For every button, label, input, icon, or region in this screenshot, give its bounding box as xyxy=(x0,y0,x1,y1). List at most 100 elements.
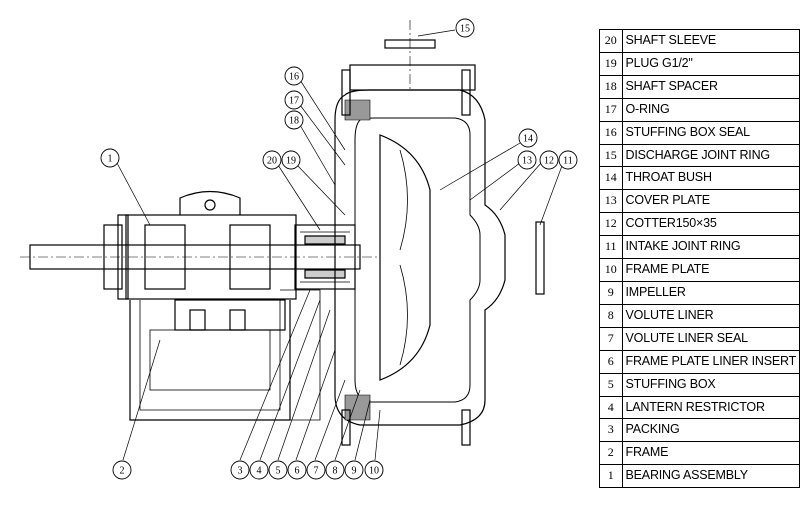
part-number: 6 xyxy=(599,349,623,374)
svg-text:17: 17 xyxy=(289,96,299,107)
part-number: 2 xyxy=(599,441,623,466)
svg-text:20: 20 xyxy=(267,156,277,167)
part-name: PACKING xyxy=(621,418,800,443)
part-number: 7 xyxy=(599,326,623,351)
part-number: 9 xyxy=(599,280,623,305)
callout-17: 17 xyxy=(284,90,304,110)
callout-4: 4 xyxy=(249,460,269,480)
svg-text:3: 3 xyxy=(238,466,243,477)
callout-7: 7 xyxy=(306,460,326,480)
part-name: BEARING ASSEMBLY xyxy=(621,464,800,489)
volute-liner xyxy=(354,117,481,403)
part-number: 18 xyxy=(599,74,623,99)
part-name: SHAFT SPACER xyxy=(621,74,800,99)
callout-3: 3 xyxy=(230,460,250,480)
svg-text:8: 8 xyxy=(333,466,338,477)
svg-text:11: 11 xyxy=(563,156,573,167)
part-name: FRAME PLATE LINER INSERT xyxy=(621,349,800,374)
callout-20: 20 xyxy=(262,150,282,170)
part-name: VOLUTE LINER SEAL xyxy=(621,326,800,351)
callout-13: 13 xyxy=(517,150,537,170)
part-number: 10 xyxy=(599,258,623,282)
part-number: 17 xyxy=(599,97,623,122)
part-number: 19 xyxy=(599,51,623,76)
callout-10: 10 xyxy=(364,460,384,480)
part-name: FRAME xyxy=(621,441,800,466)
part-number: 3 xyxy=(599,418,623,443)
callout-15: 15 xyxy=(455,18,475,38)
part-name: SHAFT SLEEVE xyxy=(621,29,800,53)
callout-9: 9 xyxy=(344,460,364,480)
svg-text:13: 13 xyxy=(522,156,532,167)
svg-text:4: 4 xyxy=(257,466,262,477)
part-name: PLUG G1/2" xyxy=(621,51,800,76)
frame-body xyxy=(129,300,291,421)
part-number: 4 xyxy=(599,395,623,420)
svg-text:7: 7 xyxy=(314,466,319,477)
callout-6: 6 xyxy=(287,460,307,480)
bearing-housing xyxy=(125,214,297,300)
coupling-flange xyxy=(103,224,123,290)
part-name: O-RING xyxy=(621,97,800,122)
callout-14: 14 xyxy=(518,128,538,148)
svg-text:9: 9 xyxy=(352,466,357,477)
svg-text:5: 5 xyxy=(276,466,281,477)
intake-joint-ring xyxy=(535,221,545,295)
svg-text:12: 12 xyxy=(544,156,554,167)
callout-8: 8 xyxy=(325,460,345,480)
svg-text:18: 18 xyxy=(289,116,299,127)
callout-11: 11 xyxy=(558,150,578,170)
part-number: 12 xyxy=(599,212,623,237)
pump-casing xyxy=(334,89,506,426)
part-name: COTTER150×35 xyxy=(621,212,800,237)
pump-sectional-drawing: 15 16 17 18 20 19 1 14 13 12 11 2 3 4 5 … xyxy=(20,18,578,480)
svg-text:14: 14 xyxy=(523,134,533,145)
part-name: COVER PLATE xyxy=(621,189,800,214)
svg-text:2: 2 xyxy=(120,466,125,477)
part-number: 16 xyxy=(599,120,623,145)
callout-2: 2 xyxy=(112,460,132,480)
part-name: VOLUTE LINER xyxy=(621,303,800,328)
part-number: 8 xyxy=(599,303,623,328)
part-number: 15 xyxy=(599,143,623,168)
callout-19: 19 xyxy=(281,150,301,170)
callout-1: 1 xyxy=(100,148,120,168)
callout-16: 16 xyxy=(284,66,304,86)
part-name: FRAME PLATE xyxy=(621,258,800,282)
svg-text:16: 16 xyxy=(289,72,299,83)
svg-text:15: 15 xyxy=(460,24,470,35)
part-name: STUFFING BOX SEAL xyxy=(621,120,800,145)
part-number: 14 xyxy=(599,166,623,191)
part-number: 11 xyxy=(599,235,623,260)
part-number: 20 xyxy=(599,29,623,53)
callout-18: 18 xyxy=(284,110,304,130)
part-name: IMPELLER xyxy=(621,280,800,305)
svg-text:19: 19 xyxy=(286,156,296,167)
part-number: 13 xyxy=(599,189,623,214)
callout-12: 12 xyxy=(539,150,559,170)
svg-text:10: 10 xyxy=(369,466,379,477)
svg-text:1: 1 xyxy=(108,154,113,165)
part-name: INTAKE JOINT RING xyxy=(621,235,800,260)
part-name: STUFFING BOX xyxy=(621,372,800,397)
svg-text:6: 6 xyxy=(295,466,300,477)
impeller xyxy=(379,134,431,381)
part-name: LANTERN RESTRICTOR xyxy=(621,395,800,420)
